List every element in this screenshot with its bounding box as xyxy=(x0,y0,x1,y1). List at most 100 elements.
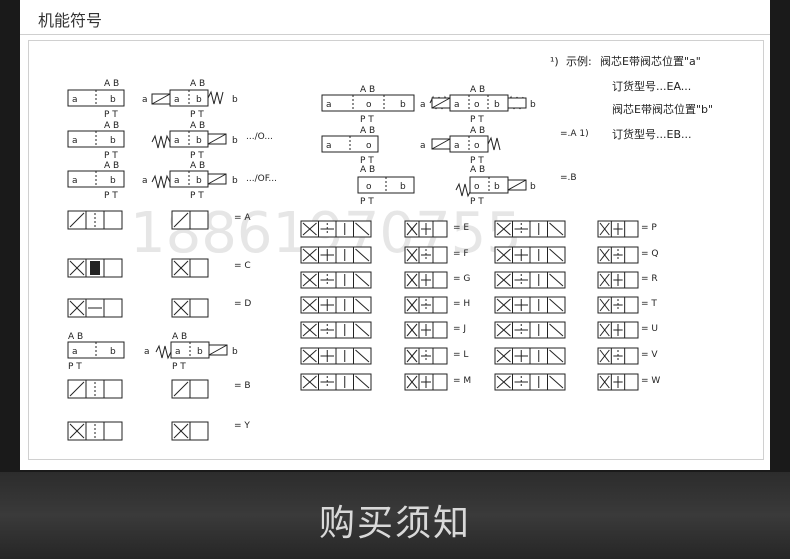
solenoid-label-a: a xyxy=(420,141,426,151)
spool-label-a: a xyxy=(174,176,180,186)
solenoid-label-b: b xyxy=(530,182,536,192)
spool-label-b: b xyxy=(400,182,406,192)
footer-title: 购买须知 xyxy=(318,503,471,544)
suffix-o: .../O... xyxy=(246,132,273,142)
solenoid-label-b: b xyxy=(232,347,238,357)
code-label-c: = C xyxy=(234,261,251,271)
page-title: 机能符号 xyxy=(38,11,103,30)
spool-label-a: a xyxy=(72,347,78,357)
port-label-ab: A B xyxy=(104,161,119,171)
symbol-sheet: 机能符号 xyxy=(20,0,770,470)
valve-symbol-row-4: A B a b P T A B a a b P T b xyxy=(67,332,238,372)
spool-label-a: a xyxy=(174,136,180,146)
spool-label-b: b xyxy=(400,100,406,110)
spool-symbol-c: = C xyxy=(67,258,251,278)
functional-symbols-diagram: 18861970755 A B a b P T A B a a b P T b … xyxy=(67,54,713,441)
code-label-d: = D xyxy=(234,299,251,309)
spool-label-b: b xyxy=(110,176,116,186)
port-label-pt: P T xyxy=(470,156,484,166)
spool-label-b: b xyxy=(110,136,116,146)
port-label-ab: A B xyxy=(470,165,485,175)
code-label-l: = L xyxy=(453,350,468,360)
port-label-pt: P T xyxy=(190,151,204,161)
note-example-prefix: 示例: xyxy=(566,54,592,68)
spool-label-o: o xyxy=(474,100,480,110)
port-label-ab: A B xyxy=(190,79,205,89)
spool-symbol-d: = D xyxy=(67,298,251,318)
valve-symbol-middle-right: A B a a o b b P T A B a a o P T =.A 1) A… xyxy=(420,85,589,207)
spool-label-a: a xyxy=(72,176,78,186)
spool-label-o: o xyxy=(474,141,480,151)
port-label-pt: P T xyxy=(104,151,118,161)
port-label-ab: A B xyxy=(104,79,119,89)
solenoid-label-b: b xyxy=(232,95,238,105)
symbol-frame xyxy=(28,40,764,460)
order-example-notes: ¹) 示例: 阀芯E带阀芯位置"a" 订货型号...EA... 阀芯E带阀芯位置… xyxy=(550,54,713,141)
code-label-g: = G xyxy=(453,274,470,284)
port-label-ab: A B xyxy=(360,165,375,175)
code-label-t: = T xyxy=(641,299,657,309)
port-label-pt: P T xyxy=(104,110,118,120)
port-label-ab: A B xyxy=(360,126,375,136)
spool-label-o: o xyxy=(366,100,372,110)
port-label-pt: P T xyxy=(190,110,204,120)
spool-label-a: a xyxy=(72,136,78,146)
spool-symbol-b: = B xyxy=(67,379,251,399)
spool-label-a: a xyxy=(454,141,460,151)
code-label-f: = F xyxy=(453,249,469,259)
suffix-dot-b: =.B xyxy=(560,173,577,183)
valve-symbol-row-2: A B a b P T A B a b P T b .../O... xyxy=(67,121,273,161)
solenoid-label-a: a xyxy=(144,347,150,357)
grid-code-labels: = E = F = G = H = J = L = M = P = Q = R … xyxy=(453,223,660,386)
valve-symbol-row-3: A B a b P T A B a a b P T b .../OF... xyxy=(67,161,277,201)
spool-symbol-a: = A xyxy=(67,210,251,230)
code-label-j: = J xyxy=(453,324,466,334)
solenoid-label-b: b xyxy=(530,100,536,110)
port-label-pt: P T xyxy=(360,197,374,207)
code-label-b: = B xyxy=(234,381,251,391)
port-label-ab: A B xyxy=(172,332,187,342)
spool-label-a: a xyxy=(454,100,460,110)
note-line-3: 阀芯E带阀芯位置"b" xyxy=(612,102,713,116)
spool-label-b: b xyxy=(196,95,202,105)
code-label-y: = Y xyxy=(234,421,250,431)
spool-label-a: a xyxy=(326,100,332,110)
solenoid-label-b: b xyxy=(232,176,238,186)
code-label-p: = P xyxy=(641,223,657,233)
port-label-pt: P T xyxy=(470,115,484,125)
port-label-ab: A B xyxy=(190,161,205,171)
solenoid-label-a: a xyxy=(142,95,148,105)
code-label-h: = H xyxy=(453,299,470,309)
code-label-r: = R xyxy=(641,274,658,284)
solenoid-label-b: b xyxy=(232,136,238,146)
port-label-ab: A B xyxy=(104,121,119,131)
spool-label-b: b xyxy=(110,95,116,105)
spool-code-grid xyxy=(300,220,639,391)
code-label-a: = A xyxy=(234,213,251,223)
spool-label-b: b xyxy=(110,347,116,357)
port-label-ab: A B xyxy=(470,126,485,136)
spool-symbol-y: = Y xyxy=(67,421,250,441)
port-label-pt: P T xyxy=(470,197,484,207)
spool-label-a: a xyxy=(72,95,78,105)
code-label-q: = Q xyxy=(641,249,659,259)
spool-label-b: b xyxy=(494,100,500,110)
footer-banner: 购买须知 xyxy=(0,472,790,559)
spool-label-b: b xyxy=(494,182,500,192)
note-line-1: 阀芯E带阀芯位置"a" xyxy=(600,54,701,68)
suffix-of: .../OF... xyxy=(246,174,277,184)
spool-label-b: b xyxy=(196,136,202,146)
note-line-2: 订货型号...EA... xyxy=(612,79,691,93)
spool-label-o: o xyxy=(474,182,480,192)
title-bar: 机能符号 xyxy=(20,0,770,35)
port-label-pt: P T xyxy=(104,191,118,201)
code-label-e: = E xyxy=(453,223,469,233)
note-footnote-mark: ¹) xyxy=(550,55,559,68)
port-label-ab: A B xyxy=(190,121,205,131)
port-label-pt: P T xyxy=(190,191,204,201)
valve-symbol-middle: A B a o b P T A B a o P T A B o b P T xyxy=(321,85,415,207)
solenoid-label-a: a xyxy=(142,176,148,186)
spool-label-o: o xyxy=(366,141,372,151)
port-label-ab: A B xyxy=(470,85,485,95)
spool-label-a: a xyxy=(326,141,332,151)
